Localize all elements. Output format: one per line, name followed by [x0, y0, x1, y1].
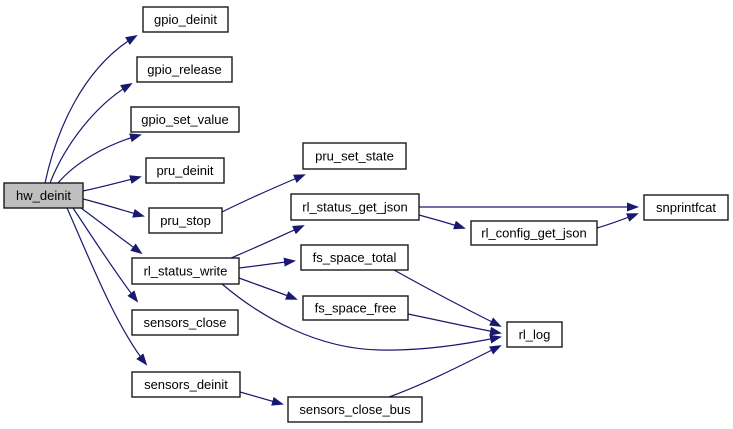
node-rl_log[interactable]: rl_log — [506, 321, 563, 348]
node-hw_deinit: hw_deinit — [3, 182, 84, 209]
node-sensors_close[interactable]: sensors_close — [131, 309, 239, 336]
node-label-pru_stop: pru_stop — [160, 213, 211, 228]
edge-pru_stop-to-pru_set_state — [221, 174, 306, 213]
edge-sensors_deinit-to-sensors_close_bus — [239, 391, 284, 406]
node-rl_status_write[interactable]: rl_status_write — [131, 257, 240, 285]
node-rl_status_get_json[interactable]: rl_status_get_json — [290, 193, 420, 221]
node-box-pru_stop[interactable] — [148, 207, 223, 234]
node-sensors_close_bus[interactable]: sensors_close_bus — [287, 396, 423, 423]
edge-hw_deinit-to-gpio_deinit — [44, 34, 138, 184]
node-label-pru_set_state: pru_set_state — [315, 149, 394, 164]
node-sensors_deinit[interactable]: sensors_deinit — [131, 371, 241, 398]
node-box-sensors_close[interactable] — [131, 309, 239, 336]
edge-hw_deinit-to-sensors_close — [72, 207, 139, 303]
node-pru_stop[interactable]: pru_stop — [148, 207, 223, 234]
edge-rl_status_get_json-to-rl_config_get_json — [418, 214, 466, 230]
edge-hw_deinit-to-gpio_release — [49, 82, 133, 184]
node-box-snprintfcat[interactable] — [643, 194, 729, 221]
node-box-fs_space_total[interactable] — [300, 244, 409, 271]
node-label-rl_status_write: rl_status_write — [144, 264, 228, 279]
node-box-gpio_deinit[interactable] — [142, 6, 229, 33]
edge-rl_status_write-to-rl_status_get_json — [230, 225, 305, 259]
node-label-pru_deinit: pru_deinit — [156, 163, 213, 178]
edge-hw_deinit-to-sensors_deinit — [66, 207, 148, 366]
node-label-rl_config_get_json: rl_config_get_json — [481, 226, 587, 241]
node-fs_space_total[interactable]: fs_space_total — [300, 244, 409, 271]
node-box-sensors_close_bus[interactable] — [287, 396, 423, 423]
node-label-sensors_close: sensors_close — [143, 315, 226, 330]
node-label-gpio_set_value: gpio_set_value — [141, 112, 228, 127]
edge-fs_space_total-to-rl_log — [393, 269, 502, 327]
node-box-pru_deinit[interactable] — [145, 157, 225, 184]
edge-hw_deinit-to-pru_stop — [82, 198, 145, 218]
node-gpio_release[interactable]: gpio_release — [136, 56, 233, 83]
edge-hw_deinit-to-pru_deinit — [82, 175, 142, 192]
node-box-rl_config_get_json[interactable] — [470, 220, 598, 246]
edge-rl_config_get_json-to-snprintfcat — [596, 213, 639, 229]
node-label-snprintfcat: snprintfcat — [656, 200, 716, 215]
edge-hw_deinit-to-rl_status_write — [80, 207, 143, 255]
node-label-gpio_release: gpio_release — [147, 62, 221, 77]
node-box-rl_log[interactable] — [506, 321, 563, 348]
node-box-sensors_deinit[interactable] — [131, 371, 241, 398]
node-box-fs_space_free[interactable] — [302, 295, 409, 321]
node-gpio_set_value[interactable]: gpio_set_value — [130, 106, 240, 133]
node-pru_set_state[interactable]: pru_set_state — [302, 142, 407, 170]
node-label-sensors_deinit: sensors_deinit — [144, 377, 228, 392]
edge-fs_space_free-to-rl_log — [407, 313, 502, 336]
node-label-hw_deinit: hw_deinit — [16, 188, 71, 203]
node-box-gpio_release[interactable] — [136, 56, 233, 83]
node-box-pru_set_state[interactable] — [302, 142, 407, 170]
node-box-hw_deinit — [3, 182, 84, 209]
node-label-sensors_close_bus: sensors_close_bus — [299, 402, 411, 417]
node-label-rl_log: rl_log — [519, 327, 551, 342]
node-label-gpio_deinit: gpio_deinit — [154, 12, 217, 27]
node-box-rl_status_get_json[interactable] — [290, 193, 420, 221]
node-gpio_deinit[interactable]: gpio_deinit — [142, 6, 229, 33]
node-box-rl_status_write[interactable] — [131, 257, 240, 285]
node-rl_config_get_json[interactable]: rl_config_get_json — [470, 220, 598, 246]
node-label-rl_status_get_json: rl_status_get_json — [302, 200, 408, 215]
node-fs_space_free[interactable]: fs_space_free — [302, 295, 409, 321]
node-pru_deinit[interactable]: pru_deinit — [145, 157, 225, 184]
edge-rl_status_write-to-fs_space_total — [238, 257, 296, 269]
node-label-fs_space_free: fs_space_free — [315, 301, 397, 316]
node-label-fs_space_total: fs_space_total — [313, 250, 397, 265]
edge-rl_status_write-to-fs_space_free — [238, 277, 298, 300]
edge-hw_deinit-to-gpio_set_value — [57, 133, 142, 184]
edges-layer — [44, 34, 639, 406]
node-box-gpio_set_value[interactable] — [130, 106, 240, 133]
edge-sensors_close_bus-to-rl_log — [388, 345, 502, 398]
nodes-layer: hw_deinit gpio_deinit gpio_release gpio_set… — [3, 6, 729, 423]
node-snprintfcat[interactable]: snprintfcat — [643, 194, 729, 221]
edge-rl_status_write-to-rl_log — [221, 283, 502, 351]
